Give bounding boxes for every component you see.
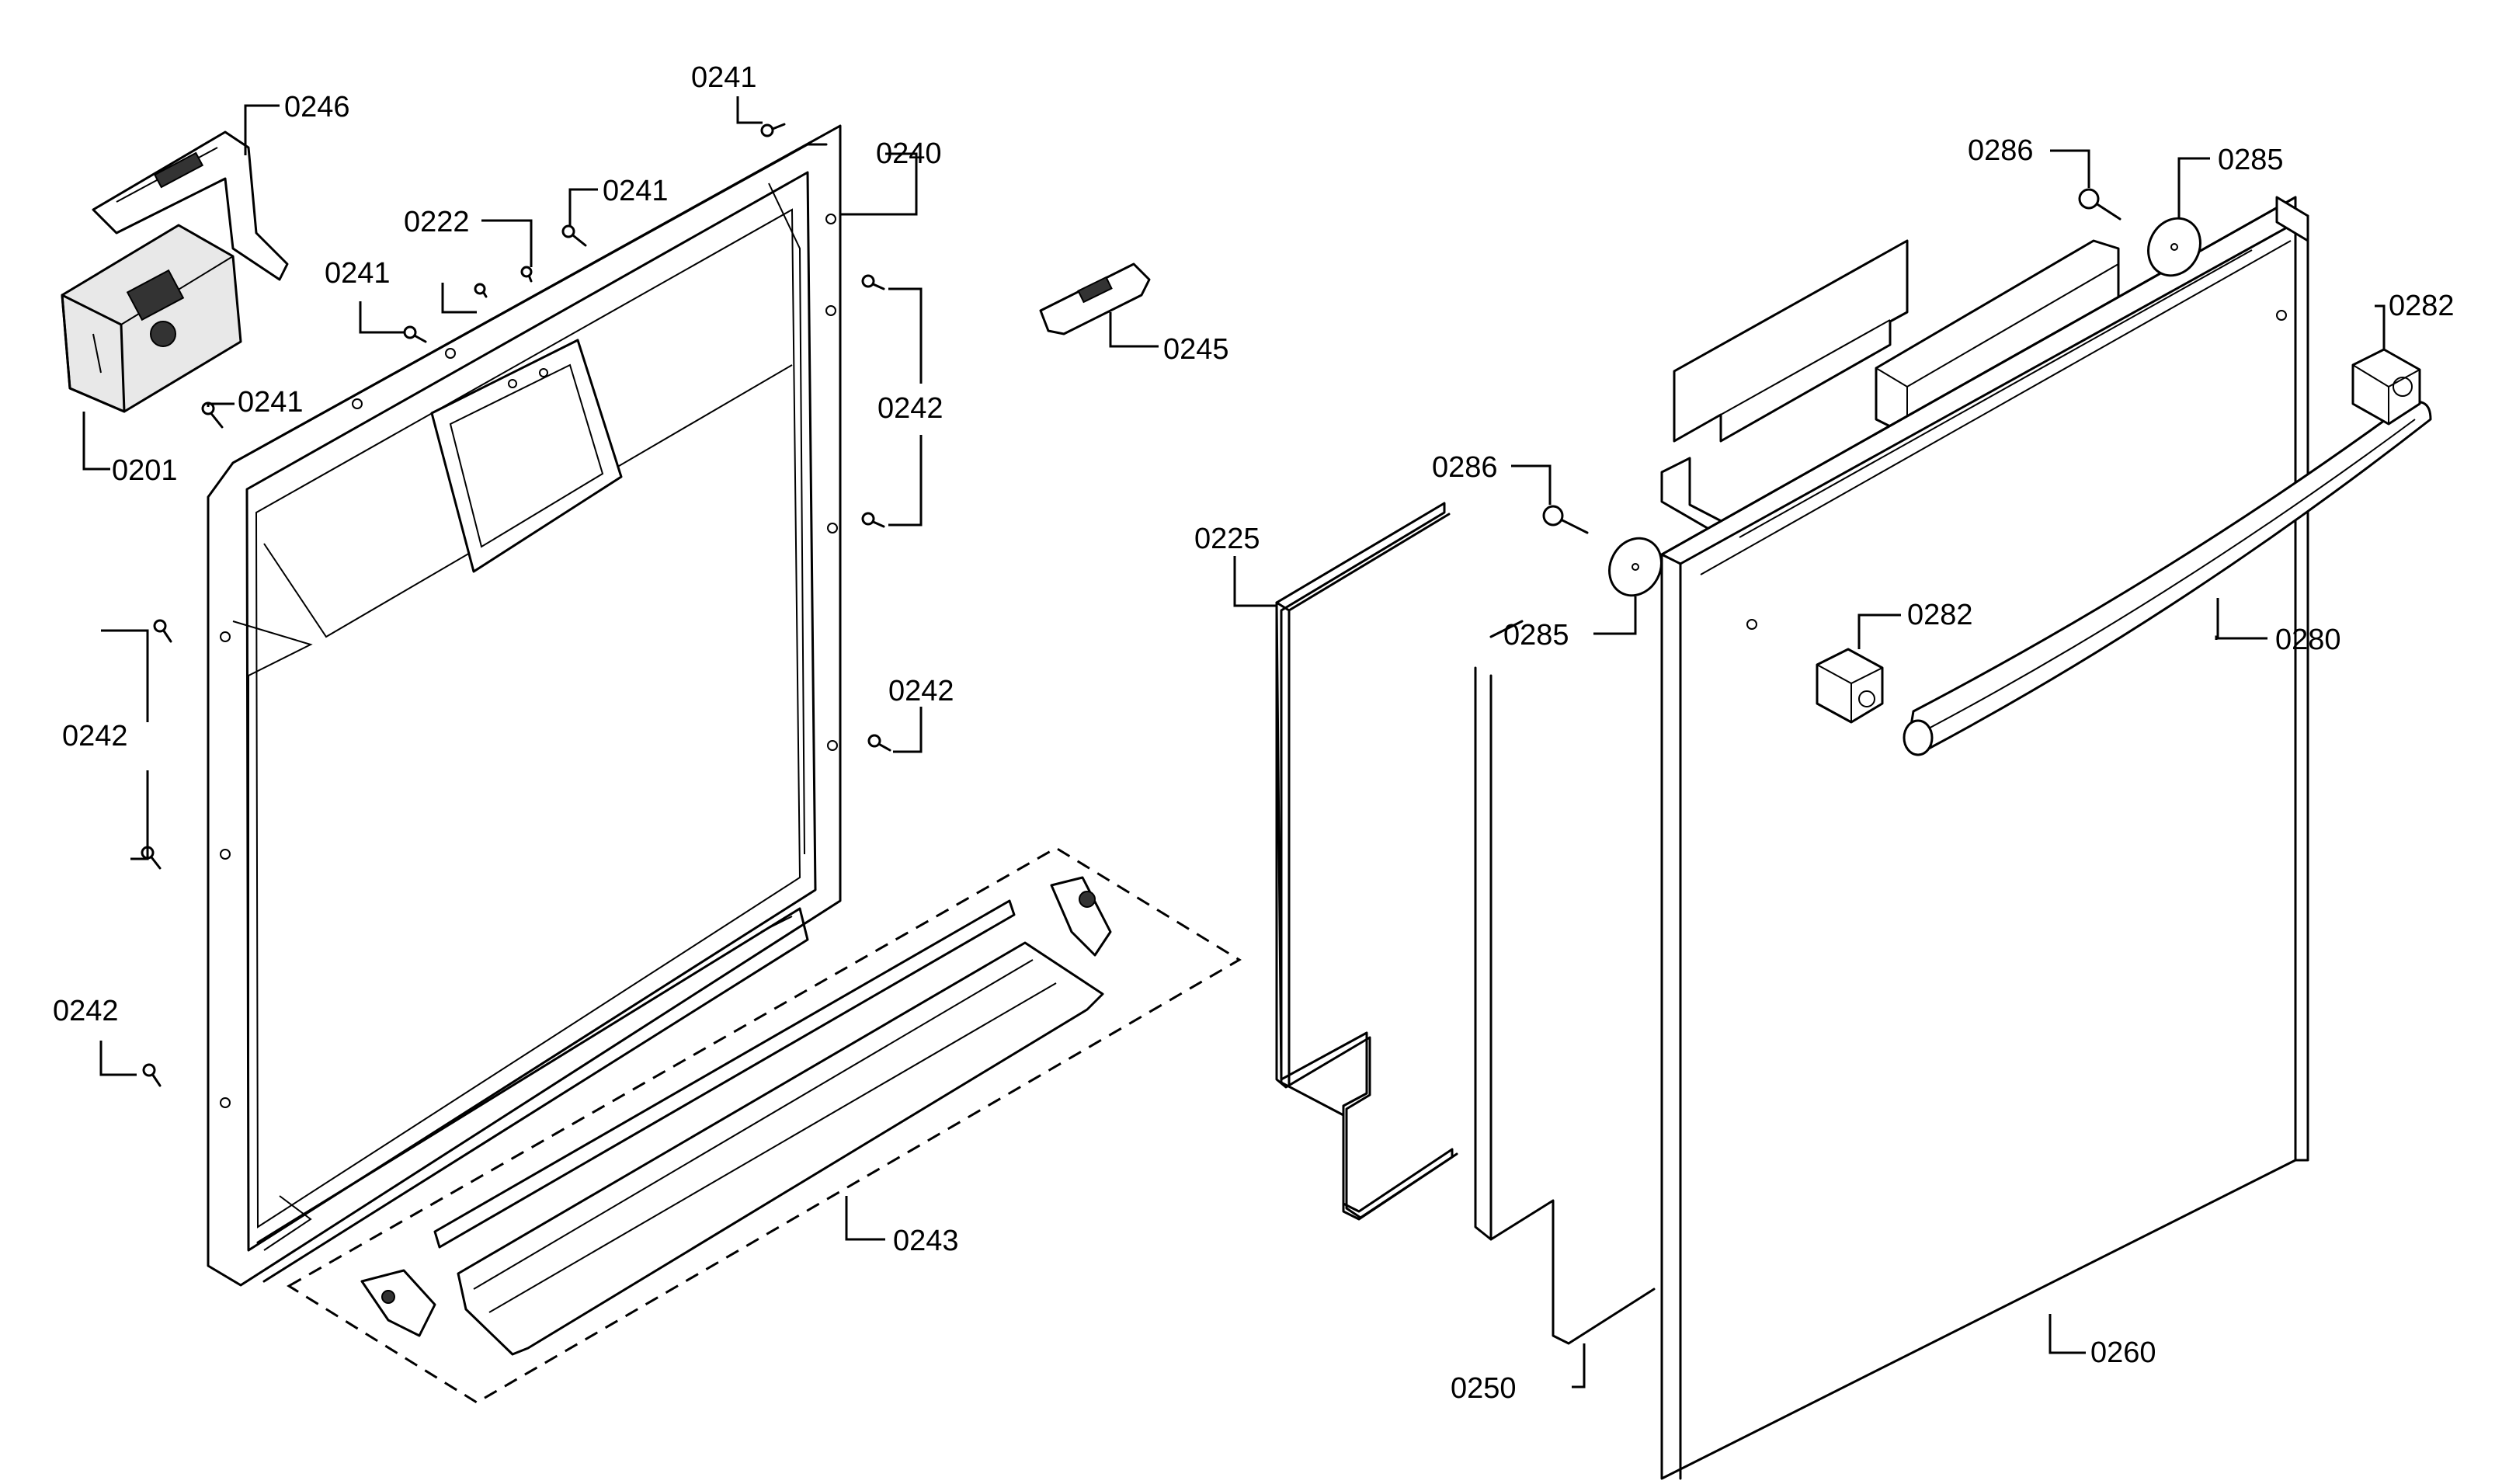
screw-0242-rl — [861, 512, 885, 528]
washer-mid-part — [1608, 537, 1663, 597]
callout-0242-left-mid: 0242 — [62, 720, 128, 752]
leader-lines — [82, 96, 2386, 1388]
control-module-part — [61, 224, 242, 413]
washer-top-part — [2147, 217, 2201, 277]
callout-0246: 0246 — [284, 91, 350, 123]
screw-0242-ll — [142, 1063, 162, 1087]
callout-0242-right-upper: 0242 — [877, 392, 943, 425]
callout-0201: 0201 — [112, 454, 178, 487]
callout-0280: 0280 — [2275, 624, 2341, 656]
screw-0222-a — [474, 283, 488, 298]
screw-0286-top — [2078, 188, 2121, 221]
callout-labels: 0246 0201 0241 0240 0241 0222 0241 0241 … — [53, 61, 2455, 1405]
callout-0222: 0222 — [404, 206, 470, 238]
callout-0241-low: 0241 — [238, 386, 304, 419]
callout-0285-mid: 0285 — [1503, 619, 1569, 652]
inner-door-frame-part — [207, 124, 842, 1287]
callout-0241-top: 0241 — [691, 61, 757, 94]
screw-0241-mid — [561, 224, 587, 247]
callout-0242-left-low: 0242 — [53, 995, 119, 1027]
door-handle-part — [1903, 401, 2432, 756]
callout-0282-top: 0282 — [2389, 290, 2455, 322]
screws — [141, 123, 2121, 1087]
callout-0225: 0225 — [1194, 523, 1260, 555]
callout-0250: 0250 — [1451, 1372, 1517, 1405]
screw-0286-mid — [1542, 505, 1589, 534]
outer-door-panel-part — [1660, 196, 2309, 1480]
callout-0243: 0243 — [893, 1225, 959, 1257]
screw-0222-b — [520, 266, 533, 283]
end-cap-mid-part — [1816, 648, 1884, 724]
hinge-bracket-part — [92, 130, 289, 281]
callout-0245: 0245 — [1163, 333, 1229, 366]
callout-0286-top: 0286 — [1968, 134, 2034, 167]
insulation-panel-part — [1275, 502, 1458, 1221]
callout-0242-right-lower: 0242 — [888, 675, 954, 707]
bottom-seal-kit-part — [287, 846, 1242, 1404]
callout-0260: 0260 — [2090, 1336, 2156, 1369]
callout-0241-mid: 0241 — [603, 175, 669, 207]
screw-0242-rm — [867, 734, 891, 752]
callout-0240: 0240 — [876, 137, 942, 170]
door-panel-part — [1474, 620, 1656, 1345]
callout-0241-left: 0241 — [325, 257, 391, 290]
callout-0286-mid: 0286 — [1432, 451, 1498, 484]
screw-0242-lm1 — [153, 619, 172, 643]
screw-0242-ru — [861, 274, 885, 290]
screw-0241-low — [201, 401, 224, 429]
callout-0282-mid: 0282 — [1907, 599, 1973, 631]
screw-0241-left — [403, 325, 427, 343]
latch-clip-part — [1039, 262, 1151, 335]
callout-0285-top: 0285 — [2218, 144, 2284, 176]
screw-0241-top — [760, 123, 786, 137]
